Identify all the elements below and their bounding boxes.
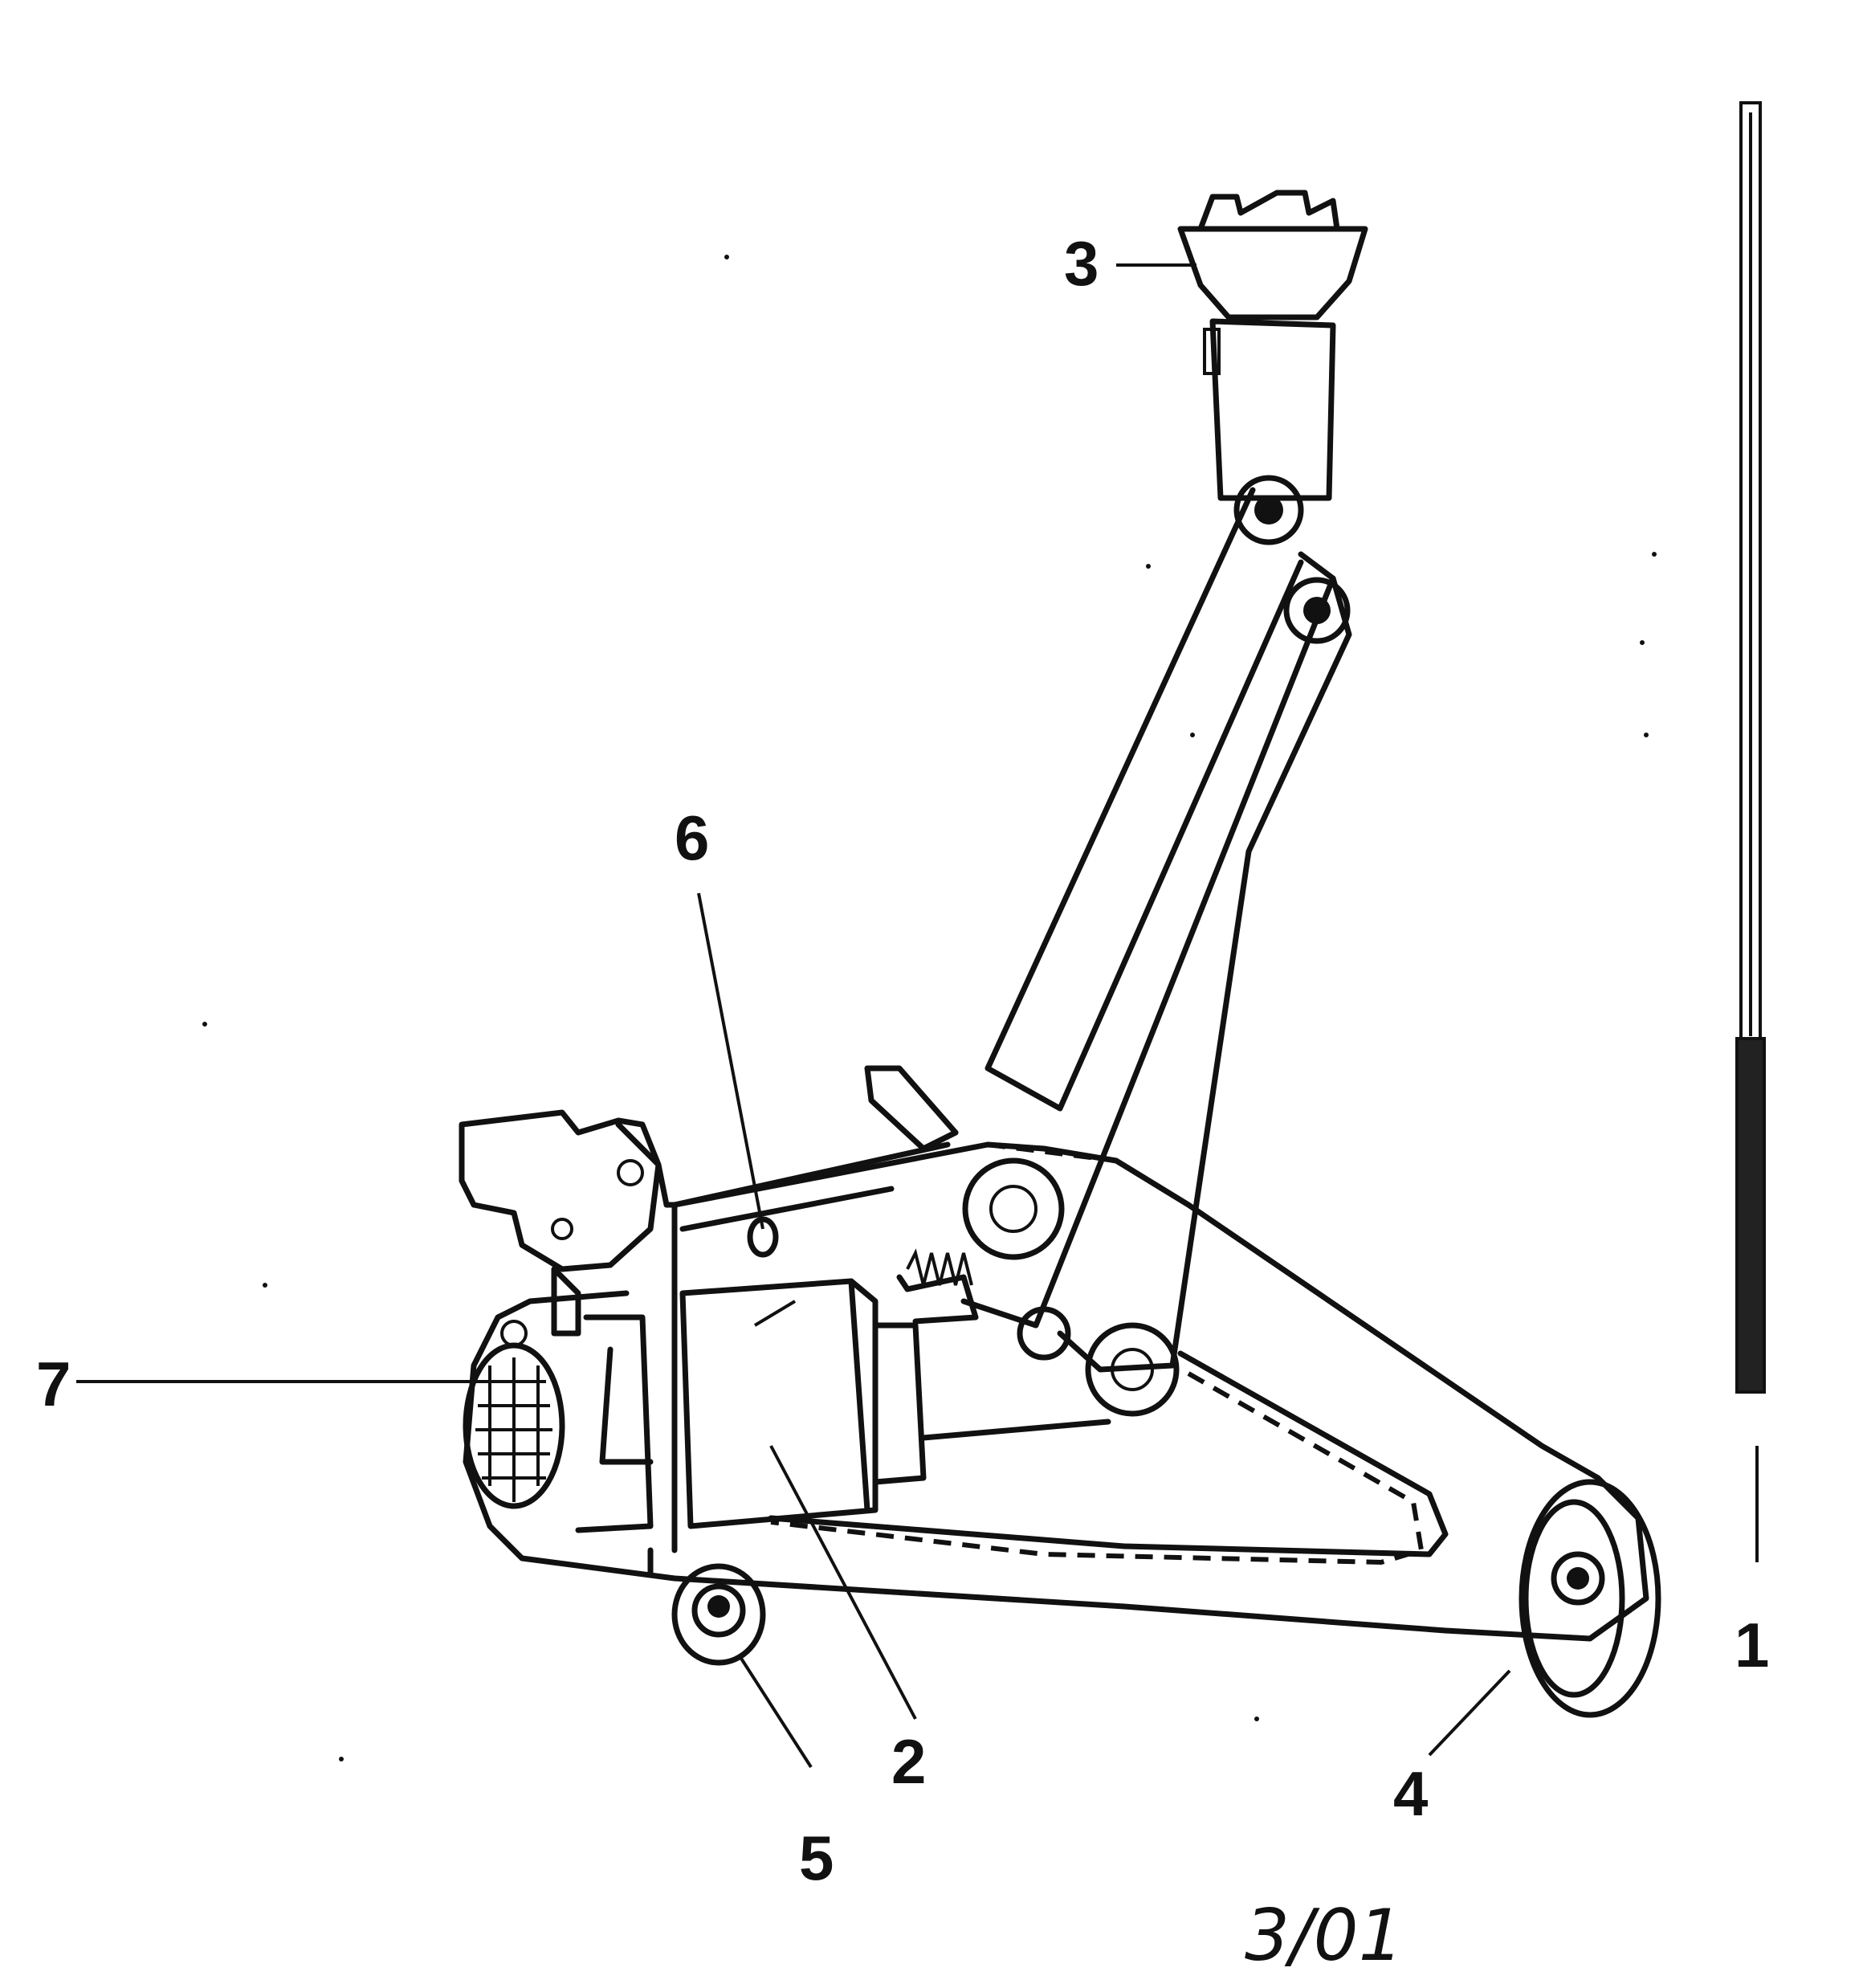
lifting-arm (960, 475, 1352, 1417)
return-spring (906, 1248, 973, 1286)
scan-specks (202, 255, 1657, 1761)
hydraulic-cylinder (679, 1248, 1111, 1529)
saddle (1177, 190, 1368, 501)
callout-6: 6 (675, 802, 709, 873)
callout-labels: 1 2 3 4 5 6 7 (36, 228, 1769, 1893)
front-wheel-large (1519, 1479, 1661, 1718)
sheet-number: 3/01 (1245, 1894, 1404, 1977)
callout-1: 1 (1735, 1610, 1769, 1680)
release-screw (671, 1141, 951, 1258)
callout-4: 4 (1393, 1758, 1428, 1829)
handle (1735, 101, 1766, 1562)
callout-7: 7 (36, 1349, 71, 1419)
callout-2: 2 (891, 1726, 926, 1797)
front-wheel-small (671, 1563, 766, 1666)
callout-3: 3 (1064, 228, 1099, 299)
leader-lines (76, 263, 1511, 1769)
callout-5: 5 (799, 1823, 834, 1893)
pump-body (459, 1065, 959, 1553)
rear-caster-wheel (463, 1320, 565, 1509)
